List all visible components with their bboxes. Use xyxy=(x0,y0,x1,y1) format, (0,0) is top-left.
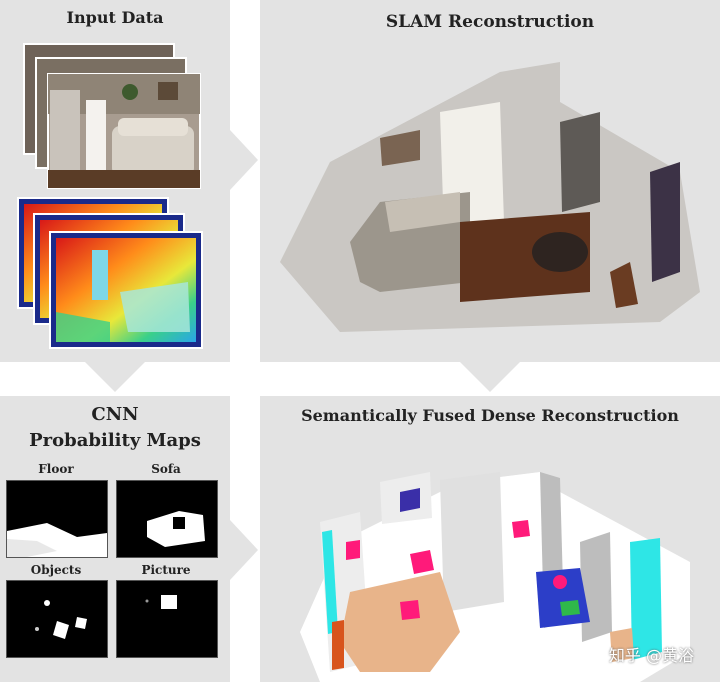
prob-map-picture xyxy=(116,580,218,658)
input-data-panel: Input Data xyxy=(0,0,230,362)
slam-panel: SLAM Reconstruction xyxy=(260,0,720,362)
prob-map-floor xyxy=(6,480,108,558)
watermark-text: 知乎 @黄浴 xyxy=(608,646,694,665)
cnn-panel: CNN Probability Maps Floor Sofa Objects … xyxy=(0,396,230,682)
prob-label-sofa: Sofa xyxy=(151,462,181,476)
semantic-panel: Semantically Fused Dense Reconstruction … xyxy=(260,396,720,682)
arrow-right-top xyxy=(230,130,258,190)
arrow-right-bottom xyxy=(230,520,258,580)
prob-label-picture: Picture xyxy=(141,563,191,577)
semantic-title: Semantically Fused Dense Reconstruction xyxy=(301,406,679,425)
prob-label-objects: Objects xyxy=(30,563,82,577)
prob-map-sofa xyxy=(116,480,218,558)
arrow-down-right xyxy=(460,362,520,392)
slam-reconstruction-view xyxy=(280,62,700,332)
prob-map-objects xyxy=(6,580,108,658)
cnn-title-line2: Probability Maps xyxy=(29,430,201,451)
depth-map xyxy=(49,231,203,349)
input-data-title: Input Data xyxy=(66,8,164,27)
rgb-image-stack xyxy=(23,43,201,189)
prob-label-floor: Floor xyxy=(38,462,74,476)
semantic-reconstruction-view xyxy=(300,472,690,682)
cnn-title-line1: CNN xyxy=(91,404,139,425)
arrow-down-left xyxy=(85,362,145,392)
depth-image-stack xyxy=(17,197,203,349)
living-room-photo xyxy=(47,73,201,189)
slam-title: SLAM Reconstruction xyxy=(385,12,595,32)
